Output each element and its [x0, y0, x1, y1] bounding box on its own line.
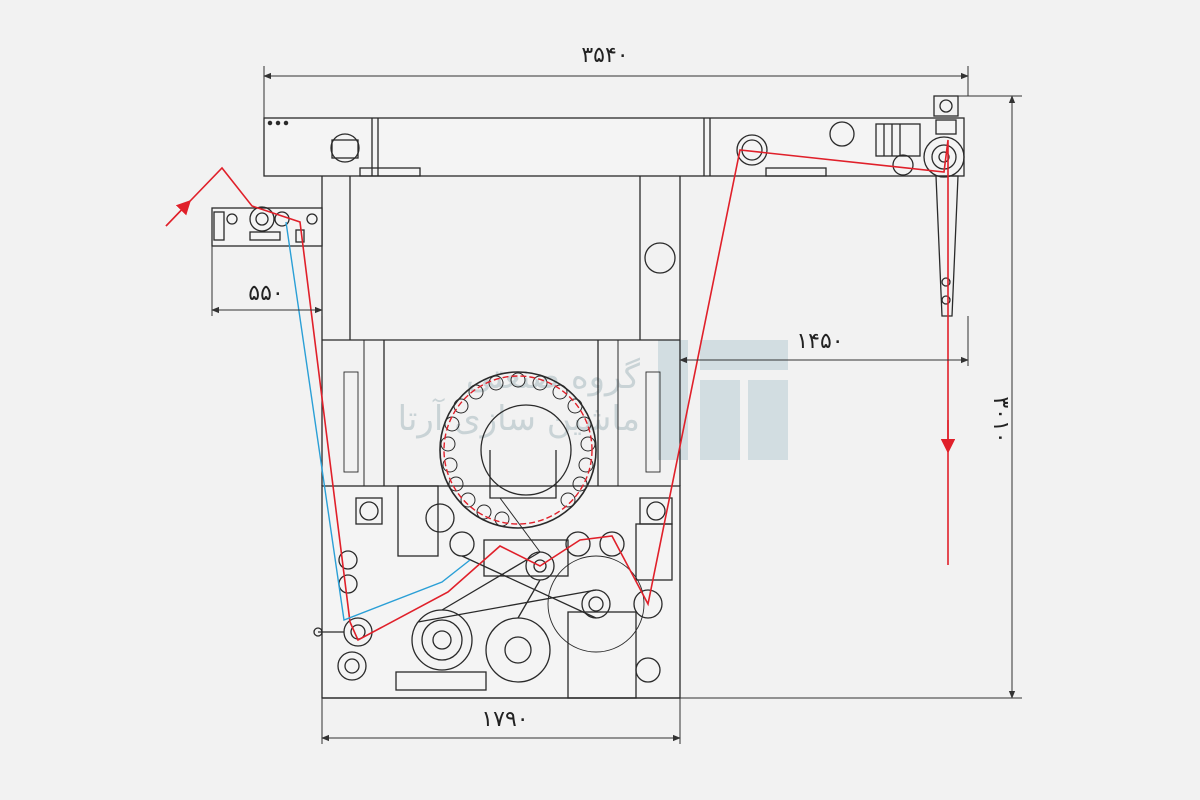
dim-base-width: ۱۷۹۰ [481, 707, 528, 732]
dim-entry-offset: ۵۵۰ [248, 281, 283, 306]
dim-frame-span: ۱۴۵۰ [796, 329, 843, 354]
drum-rollers [440, 372, 596, 527]
watermark-line2: ماشین سازی آرتا [398, 398, 640, 439]
thread-path-blue [285, 221, 471, 621]
machine-frame [211, 95, 965, 699]
watermark: گروه صنعتی ماشین سازی آرتا [398, 340, 788, 460]
dimension-lines [211, 66, 1022, 744]
thread-path-red [165, 139, 956, 642]
dim-total-width: ۳۵۴۰ [581, 43, 628, 68]
dim-total-height: ۳۰۱۰ [988, 396, 1013, 443]
